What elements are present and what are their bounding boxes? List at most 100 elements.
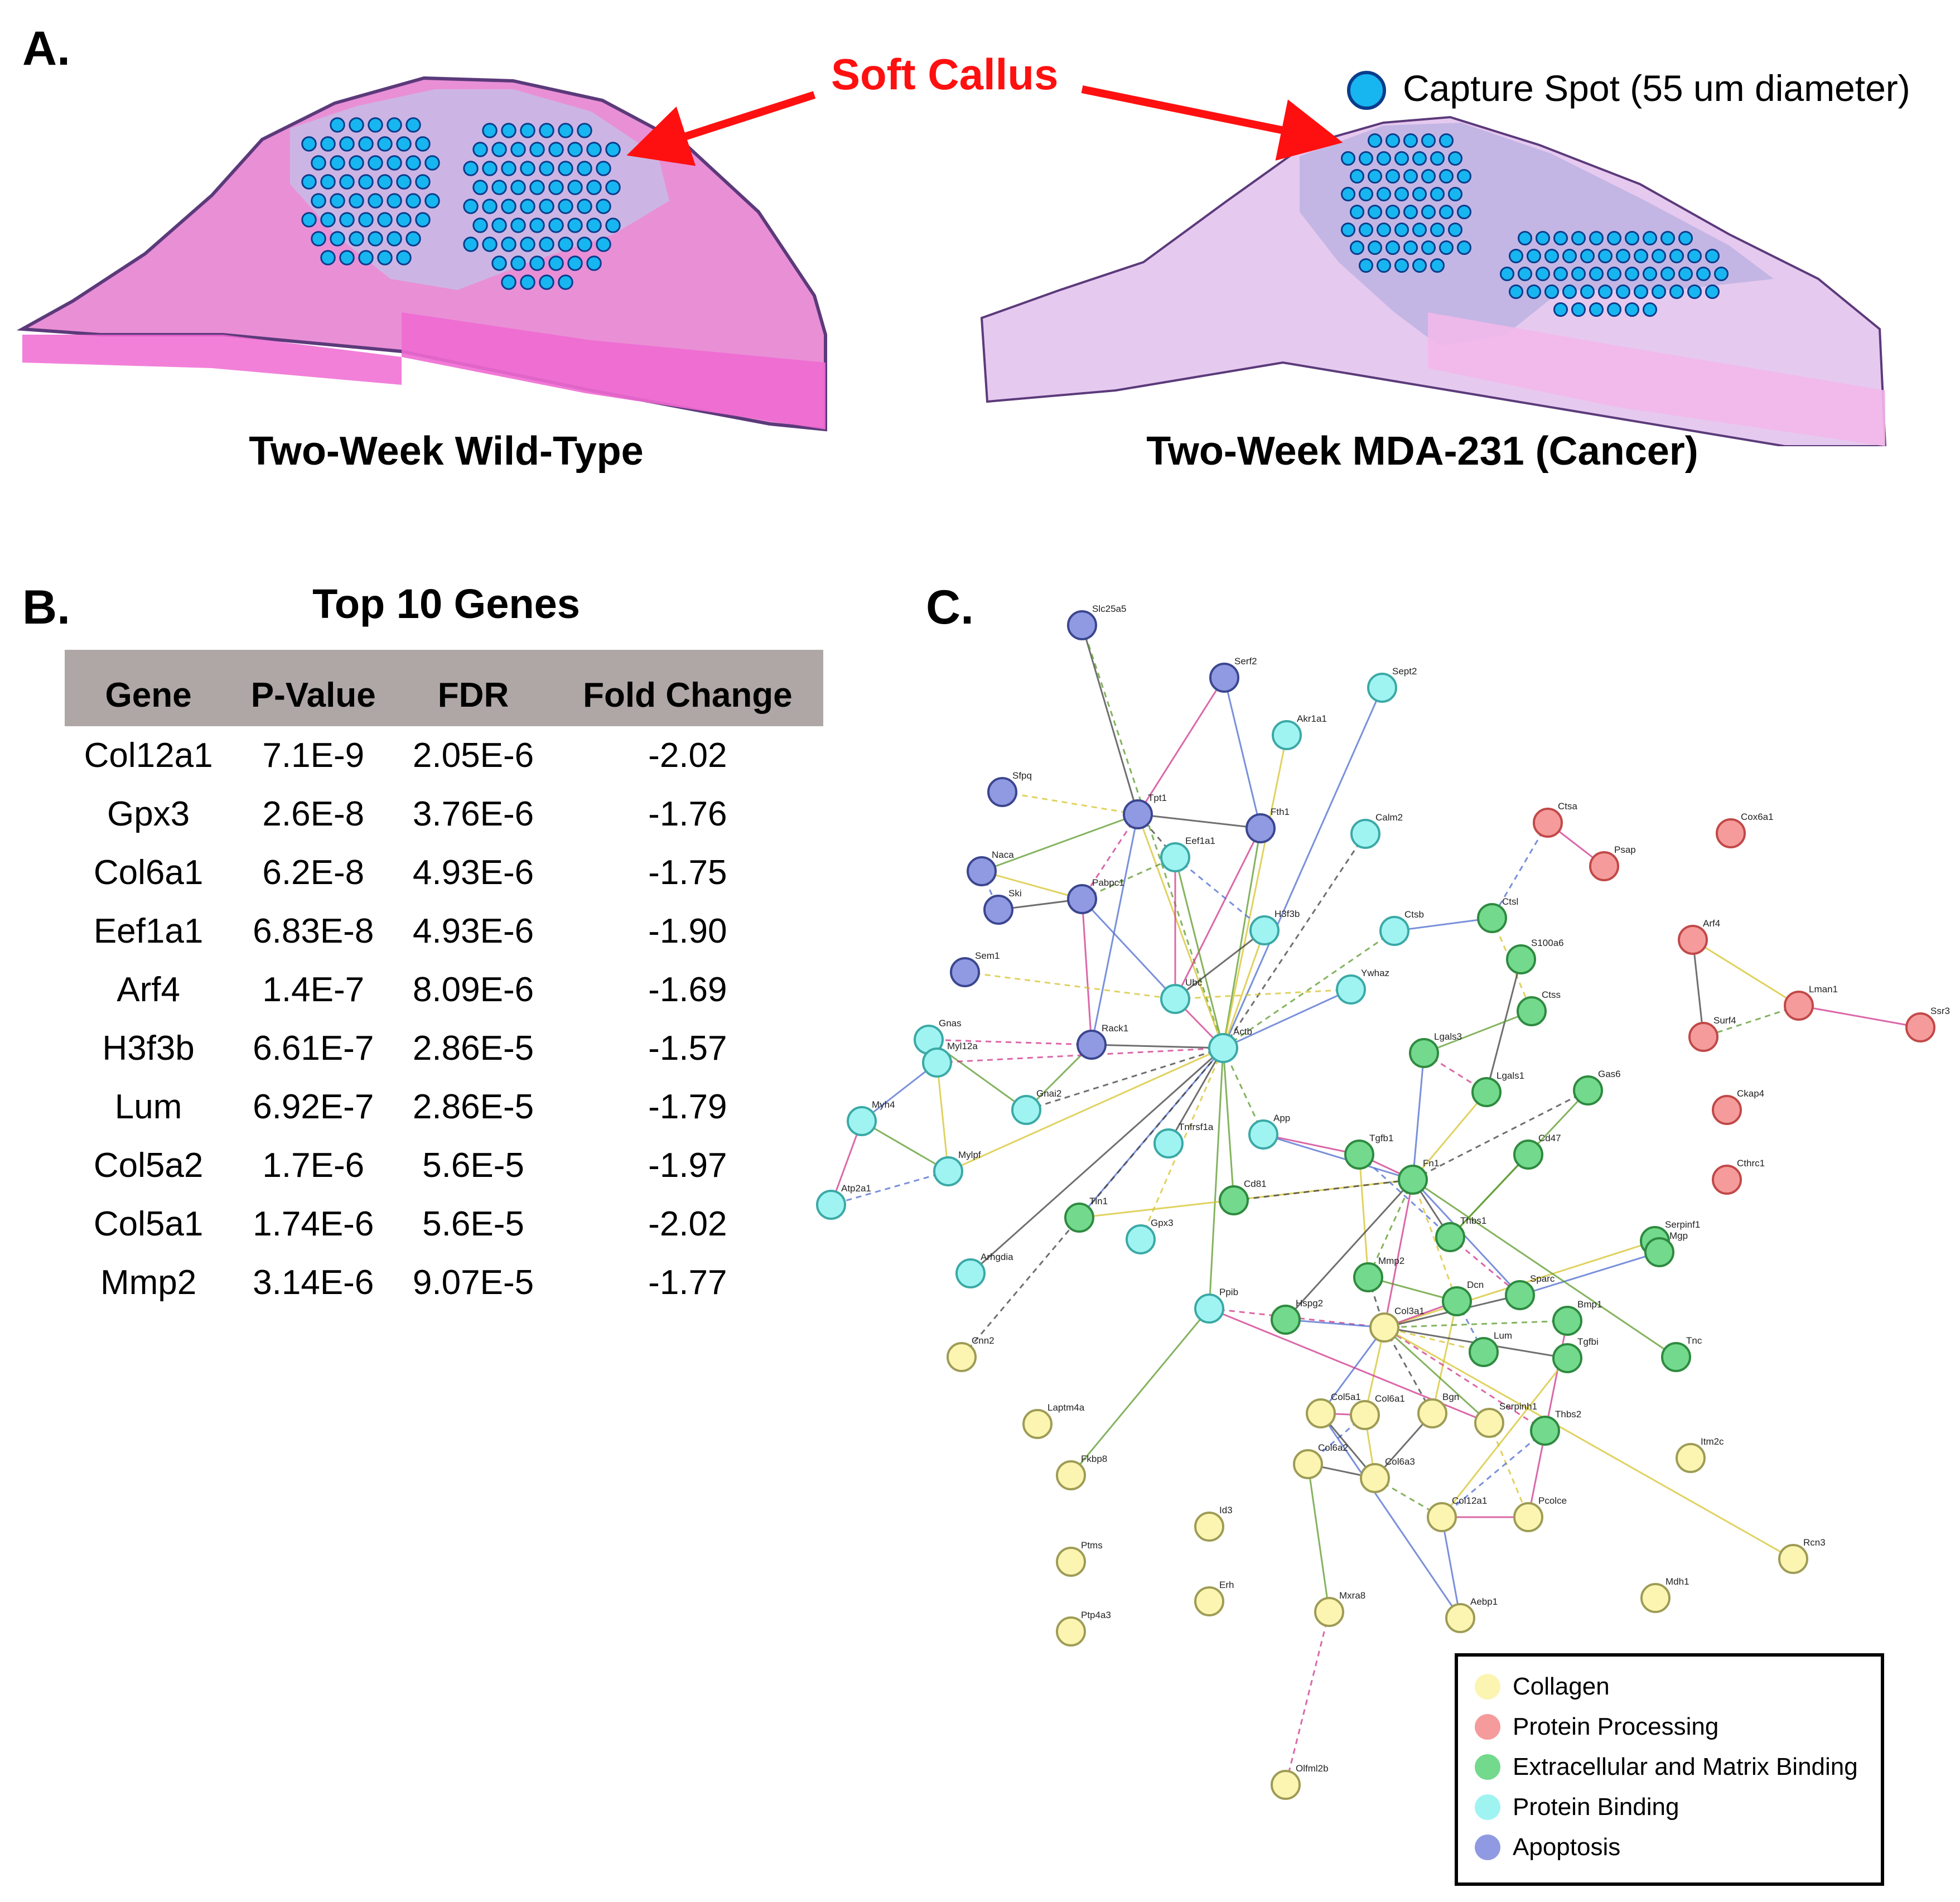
node-label: Arf4 bbox=[1703, 918, 1720, 929]
node-label: Id3 bbox=[1219, 1505, 1233, 1515]
capture-spot bbox=[586, 255, 602, 271]
node-label: Itm2c bbox=[1701, 1436, 1724, 1447]
node-label: Cnn2 bbox=[972, 1335, 995, 1346]
network-node: Aebp1 bbox=[1445, 1596, 1498, 1633]
node-circle bbox=[1469, 1337, 1499, 1367]
capture-spot bbox=[358, 212, 374, 228]
network-edge bbox=[1081, 899, 1093, 1045]
capture-spot bbox=[548, 180, 564, 195]
network-edge bbox=[1208, 1047, 1224, 1309]
node-label: Lgals3 bbox=[1434, 1031, 1462, 1042]
capture-spot bbox=[1430, 258, 1445, 273]
node-label: Tnfrsf1a bbox=[1179, 1122, 1214, 1132]
network-edge bbox=[1081, 898, 1176, 1000]
capture-spot bbox=[1642, 266, 1658, 282]
capture-spot bbox=[415, 212, 431, 228]
table-cell: 6.83E-8 bbox=[253, 912, 374, 950]
node-circle bbox=[1712, 1095, 1742, 1125]
capture-spot bbox=[1349, 204, 1365, 220]
node-circle bbox=[1219, 1185, 1249, 1215]
node-label: Cd81 bbox=[1244, 1179, 1267, 1189]
network-edge bbox=[831, 1170, 949, 1206]
node-circle bbox=[1712, 1165, 1742, 1195]
network-edge bbox=[1692, 939, 1705, 1037]
capture-spot bbox=[368, 117, 383, 133]
capture-spot bbox=[396, 174, 412, 190]
capture-spot bbox=[586, 218, 602, 233]
table-header-row: Gene P-Value FDR Fold Change bbox=[65, 650, 823, 726]
legend-label: Collagen bbox=[1513, 1673, 1610, 1700]
node-circle bbox=[1306, 1398, 1336, 1428]
capture-spot bbox=[387, 117, 402, 133]
network-edge bbox=[1223, 930, 1395, 1049]
node-label: Rcn3 bbox=[1803, 1537, 1826, 1548]
capture-spot bbox=[501, 274, 516, 290]
capture-spot bbox=[1571, 266, 1586, 282]
node-label: Lum bbox=[1494, 1330, 1512, 1341]
node-label: Akr1a1 bbox=[1297, 713, 1327, 724]
node-label: Col12a1 bbox=[1452, 1495, 1487, 1506]
capture-spot bbox=[405, 155, 421, 171]
network-edge bbox=[1368, 1276, 1457, 1302]
capture-spot bbox=[1385, 133, 1401, 148]
capture-spot bbox=[539, 199, 554, 214]
capture-spot bbox=[349, 117, 364, 133]
capture-spot bbox=[1624, 230, 1640, 246]
capture-spot bbox=[320, 174, 336, 190]
table-cell: Arf4 bbox=[117, 971, 180, 1009]
network-edge bbox=[1081, 814, 1139, 900]
capture-spot bbox=[301, 136, 317, 152]
capture-spot bbox=[472, 180, 488, 195]
legend-label: Extracellular and Matrix Binding bbox=[1513, 1753, 1858, 1780]
table-cell: 2.6E-8 bbox=[262, 795, 365, 833]
capture-spot bbox=[1358, 151, 1374, 166]
capture-spot bbox=[520, 274, 535, 290]
capture-spot bbox=[349, 231, 364, 247]
network-node: Actb bbox=[1208, 1026, 1252, 1063]
legend-swatch bbox=[1475, 1754, 1500, 1780]
node-label: Tgfb1 bbox=[1369, 1133, 1393, 1143]
network-node: Ssr3 bbox=[1905, 1006, 1950, 1042]
network-edge bbox=[1383, 1327, 1433, 1414]
node-label: S100a6 bbox=[1531, 938, 1564, 948]
network-node: Pcolce bbox=[1513, 1495, 1567, 1532]
capture-spot bbox=[311, 155, 326, 171]
capture-spot bbox=[1571, 302, 1586, 317]
network-nodes: Slc25a5Serf2SfpqTpt1Fth1NacaSkiPabpc1Sem… bbox=[816, 604, 1950, 1800]
table-cell: -2.02 bbox=[648, 1205, 727, 1243]
network-node: Sparc bbox=[1505, 1273, 1555, 1310]
node-label: Mgp bbox=[1669, 1230, 1688, 1241]
network-edge bbox=[981, 813, 1138, 872]
node-label: Gpx3 bbox=[1151, 1218, 1174, 1228]
capture-spot bbox=[1403, 240, 1418, 255]
capture-spot bbox=[358, 250, 374, 265]
network-node: S100a6 bbox=[1506, 938, 1564, 974]
capture-spot bbox=[1394, 151, 1409, 166]
node-label: Serpinf1 bbox=[1665, 1219, 1700, 1230]
table-cell: Eef1a1 bbox=[93, 912, 204, 950]
node-circle bbox=[950, 957, 980, 987]
table-cell: 7.1E-9 bbox=[262, 736, 365, 775]
node-label: Gas6 bbox=[1598, 1069, 1621, 1079]
node-circle bbox=[1661, 1342, 1691, 1372]
capture-spot bbox=[1456, 204, 1472, 220]
capture-spot bbox=[301, 174, 317, 190]
capture-spot bbox=[339, 212, 355, 228]
network-edge bbox=[1384, 1320, 1568, 1329]
network-node: Itm2c bbox=[1676, 1436, 1724, 1473]
legend-swatch bbox=[1475, 1794, 1500, 1820]
node-label: Myh4 bbox=[872, 1099, 895, 1110]
network-node: Col6a1 bbox=[1350, 1393, 1405, 1430]
node-circle bbox=[1505, 1280, 1535, 1310]
table-cell: -2.02 bbox=[648, 736, 727, 775]
network-edge bbox=[1222, 735, 1288, 1049]
capture-spot bbox=[1615, 284, 1631, 300]
node-label: Serpinh1 bbox=[1499, 1401, 1537, 1412]
capture-spot bbox=[558, 123, 573, 138]
node-label: Lgals1 bbox=[1496, 1070, 1524, 1081]
network-node: Cd81 bbox=[1219, 1179, 1267, 1215]
capture-spot bbox=[1403, 133, 1418, 148]
node-label: Mxra8 bbox=[1339, 1590, 1365, 1601]
